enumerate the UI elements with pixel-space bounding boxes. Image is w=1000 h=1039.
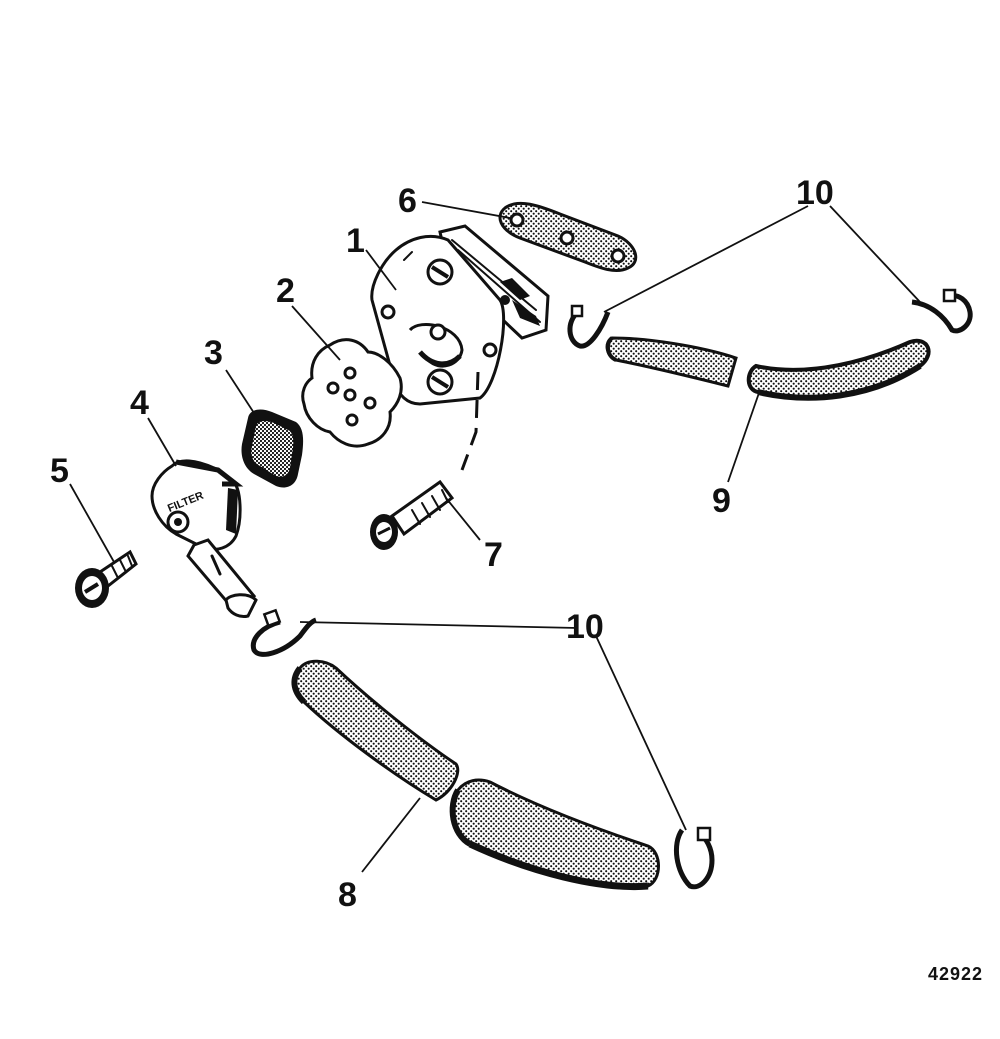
callout-7: 7 bbox=[484, 536, 503, 574]
part-2-diaphragm-plate bbox=[301, 338, 403, 448]
part-5-screw bbox=[75, 549, 138, 608]
part-3-filter-screen bbox=[241, 409, 304, 488]
callout-10-top: 10 bbox=[796, 174, 834, 212]
callout-8: 8 bbox=[338, 876, 357, 914]
callout-1: 1 bbox=[346, 222, 365, 260]
part-6-gasket bbox=[498, 201, 638, 272]
part-1-fuel-pump-body bbox=[370, 224, 550, 406]
pump-cover-screw bbox=[426, 258, 454, 286]
callout-4: 4 bbox=[130, 384, 149, 422]
part-4-filter-cap: FILTER bbox=[150, 459, 258, 618]
callout-2: 2 bbox=[276, 272, 295, 310]
part-7-screw bbox=[370, 479, 455, 550]
part-9-upper-hose bbox=[605, 336, 931, 401]
assembly-path-line bbox=[460, 371, 480, 471]
callout-6: 6 bbox=[398, 182, 417, 220]
part-10-lower-clamp-left bbox=[250, 608, 317, 657]
part-8-lower-hose bbox=[291, 659, 660, 891]
leader-lines bbox=[69, 201, 921, 873]
figure-number: 42922 bbox=[928, 964, 983, 984]
part-10-upper-clamp-right bbox=[911, 288, 973, 334]
callout-5: 5 bbox=[50, 452, 69, 490]
part-10-lower-clamp-right bbox=[674, 826, 715, 890]
part-10-upper-clamp-left bbox=[567, 304, 611, 349]
pump-cover-screw bbox=[426, 368, 454, 396]
callout-10-bottom: 10 bbox=[566, 608, 604, 646]
callout-9: 9 bbox=[712, 482, 731, 520]
callout-3: 3 bbox=[204, 334, 223, 372]
